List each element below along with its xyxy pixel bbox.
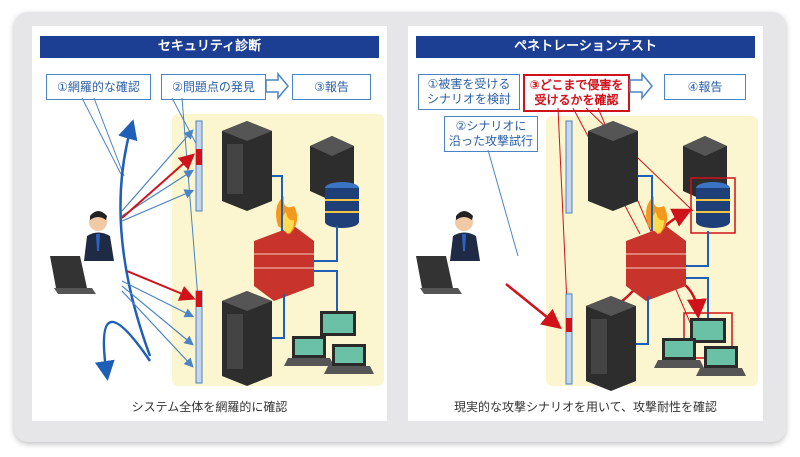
step-box-2: ②問題点の発見 [161, 74, 266, 100]
port-strip-bottom [195, 290, 203, 384]
step-box-3-highlight: ③どこまで侵害を 受けるかを確認 [523, 74, 630, 112]
step-label: ①網羅的な確認 [57, 79, 140, 94]
compromised-highlight [690, 177, 736, 234]
scope-arc-arrow [94, 320, 152, 381]
step-box-4: ④報告 [664, 74, 746, 100]
laptop-icon [324, 344, 374, 374]
server-rack-icon [588, 121, 638, 211]
step-label: ③報告 [314, 79, 349, 94]
monitor-icon [320, 311, 356, 336]
step-box-3: ③報告 [292, 74, 371, 100]
step-box-1: ①網羅的な確認 [46, 74, 151, 100]
callout-lines [487, 149, 519, 257]
user-icon [450, 211, 480, 261]
server-rack-icon [222, 291, 272, 386]
step-label: ②シナリオに 沿った攻撃試行 [448, 119, 533, 148]
step-label: ④報告 [687, 79, 723, 94]
laptop-icon [50, 256, 96, 294]
step-label: ①被害を受ける シナリオを検討 [426, 77, 511, 106]
laptop-icon [696, 346, 746, 376]
port-strip-bottom [565, 293, 573, 385]
panel-caption: システム全体を網羅的に確認 [131, 400, 288, 414]
server-rack-icon [310, 136, 354, 201]
laptop-icon [416, 256, 462, 294]
flow-arrow-icon [629, 71, 653, 101]
laptop-icon [284, 336, 334, 366]
panel-security-assessment: セキュリティ診断 ①網羅的な確認 ②問題点の発見 ③報告 [32, 26, 387, 421]
finding-arrows [121, 153, 196, 301]
firewall-icon [254, 226, 314, 301]
firewall-icon [626, 226, 686, 301]
panel-caption: 現実的な攻撃シナリオを用いて、攻撃耐性を確認 [453, 400, 718, 414]
database-icon [325, 182, 359, 228]
network-links [272, 175, 338, 339]
laptop-icon [654, 338, 704, 368]
database-icon [696, 182, 730, 228]
scan-arrows [121, 129, 195, 368]
server-rack-icon [222, 121, 272, 211]
step-label: ③どこまで侵害を 受けるかを確認 [529, 78, 624, 107]
panel-title: ペネトレーションテスト [416, 36, 755, 58]
port-strip-top [195, 120, 203, 212]
scope-arc-arrow [118, 119, 152, 357]
user-icon [84, 211, 114, 261]
flame-icon [276, 196, 298, 234]
flow-arrow-icon [265, 71, 289, 101]
right-diagram-graphics [416, 71, 746, 391]
step-label: ②問題点の発見 [172, 79, 255, 94]
network-links [636, 175, 709, 345]
panel-penetration-test: ペネトレーションテスト ①被害を受ける シナリオを検討 ③どこまで侵害を 受ける… [408, 26, 763, 421]
step-box-1: ①被害を受ける シナリオを検討 [418, 74, 520, 110]
port-strip-top [565, 120, 573, 214]
step-box-2-callout: ②シナリオに 沿った攻撃試行 [444, 116, 538, 152]
left-diagram-graphics [50, 71, 374, 386]
panel-title: セキュリティ診断 [40, 36, 379, 58]
server-rack-icon [586, 296, 636, 391]
